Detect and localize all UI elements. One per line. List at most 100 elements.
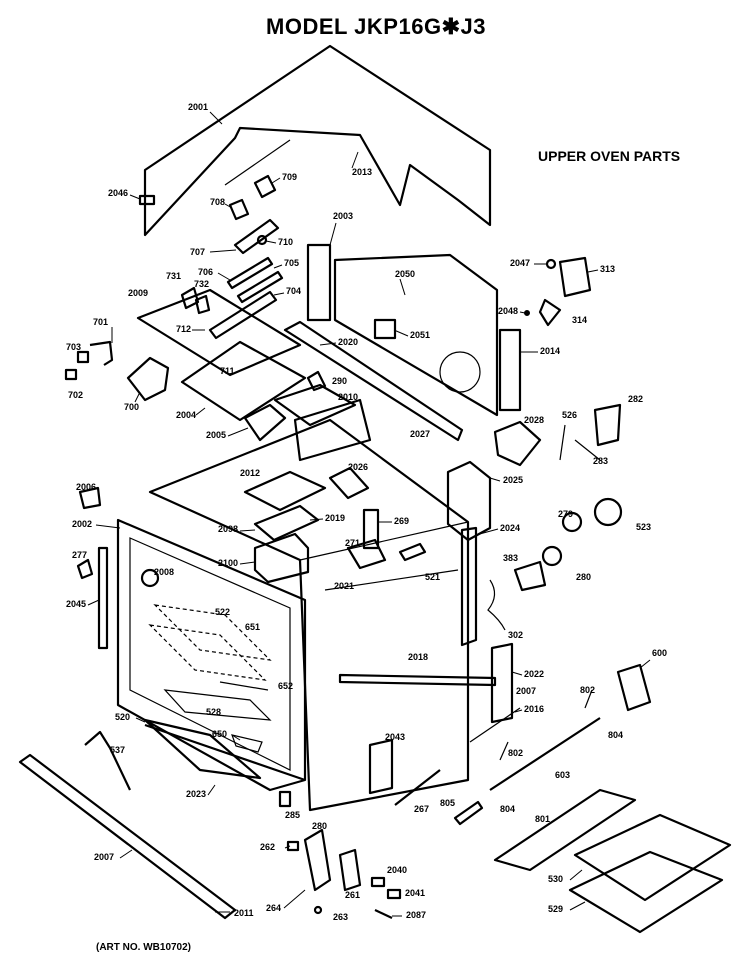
label-2008: 2008 xyxy=(154,567,174,577)
label-731: 731 xyxy=(166,271,181,281)
part-290 xyxy=(306,370,327,392)
label-262: 262 xyxy=(260,842,275,852)
part-709 xyxy=(253,174,277,199)
label-2022: 2022 xyxy=(524,669,544,679)
rail-2018 xyxy=(338,673,497,687)
label-523: 523 xyxy=(636,522,651,532)
panel-2010 xyxy=(273,383,357,427)
rail-2023 xyxy=(144,723,306,782)
label-263: 263 xyxy=(333,912,348,922)
panel-2005 xyxy=(243,403,287,442)
label-709: 709 xyxy=(282,172,297,182)
label-604: 804 xyxy=(608,730,623,740)
label-706: 706 xyxy=(198,267,213,277)
label-264: 264 xyxy=(266,903,281,913)
panel-2022 xyxy=(490,642,514,724)
wire-302 xyxy=(487,579,506,631)
label-2002: 2002 xyxy=(72,519,92,529)
label-652: 652 xyxy=(278,681,293,691)
part-262 xyxy=(286,840,300,852)
part-2087 xyxy=(374,909,393,919)
label-2024: 2024 xyxy=(500,523,520,533)
art-number: (ART NO. WB10702) xyxy=(96,942,192,953)
part-707 xyxy=(233,218,280,255)
fan-314 xyxy=(538,298,562,327)
label-2027: 2027 xyxy=(410,429,430,439)
panel-2004 xyxy=(180,340,307,422)
label-707: 707 xyxy=(190,247,205,257)
leader-lines xyxy=(87,111,651,917)
label-2028: 2028 xyxy=(524,415,544,425)
label-2012: 2012 xyxy=(240,468,260,478)
label-2100: 2100 xyxy=(218,558,238,568)
label-302: 302 xyxy=(508,630,523,640)
broiler-pan-529 xyxy=(568,850,724,934)
label-704: 704 xyxy=(286,286,301,296)
label-267: 267 xyxy=(414,804,429,814)
label-701: 701 xyxy=(93,317,108,327)
label-2047: 2047 xyxy=(510,258,530,268)
label-269: 269 xyxy=(394,516,409,526)
label-603: 603 xyxy=(555,770,570,780)
bracket-2003 xyxy=(306,243,332,322)
label-732: 732 xyxy=(194,279,209,289)
spring-2016 xyxy=(469,707,521,743)
label-314: 314 xyxy=(572,315,587,325)
part-263 xyxy=(313,905,323,915)
part-704 xyxy=(208,290,278,340)
label-520: 520 xyxy=(115,712,130,722)
label-702: 702 xyxy=(68,390,83,400)
label-2009: 2009 xyxy=(128,288,148,298)
label-277: 277 xyxy=(72,550,87,560)
lens-523 xyxy=(593,497,623,527)
label-2003: 2003 xyxy=(333,211,353,221)
label-600: 600 xyxy=(652,648,667,658)
part-703 xyxy=(76,350,90,364)
oven-cavity xyxy=(148,418,470,812)
label-280-hinge: 280 xyxy=(312,821,327,831)
probe-283 xyxy=(574,439,601,461)
label-2018: 2018 xyxy=(408,652,428,662)
label-2050: 2050 xyxy=(395,269,415,279)
label-522: 522 xyxy=(215,607,230,617)
label-2051: 2051 xyxy=(410,330,430,340)
part-802 xyxy=(584,689,593,709)
tube-269 xyxy=(362,508,380,550)
label-283: 283 xyxy=(593,456,608,466)
label-2017: 2007 xyxy=(516,686,536,696)
duct-2027 xyxy=(293,398,372,462)
part-706 xyxy=(226,256,274,290)
label-261: 261 xyxy=(345,890,360,900)
element-650 xyxy=(231,734,263,753)
label-271: 271 xyxy=(345,538,360,548)
bracket-2024 xyxy=(460,526,478,647)
rail-2007 xyxy=(18,753,237,920)
bulb-280 xyxy=(541,545,563,567)
label-279: 279 xyxy=(558,509,573,519)
top-cover-2001 xyxy=(143,44,492,237)
rack-651 xyxy=(148,624,267,681)
rail-2020 xyxy=(283,320,464,442)
element-528 xyxy=(163,689,272,721)
part-2008 xyxy=(140,568,160,588)
label-2007: 2007 xyxy=(94,852,114,862)
part-2040 xyxy=(370,876,386,888)
rod-603 xyxy=(489,717,601,791)
label-2098: 2098 xyxy=(218,524,238,534)
label-2010: 2010 xyxy=(338,392,358,402)
label-2045: 2045 xyxy=(66,599,86,609)
motor-313 xyxy=(558,256,592,298)
part-277 xyxy=(76,558,94,580)
label-2013: 2013 xyxy=(352,167,372,177)
panel-2012 xyxy=(243,470,327,512)
strip-2045 xyxy=(97,546,109,650)
part-2026 xyxy=(328,466,370,500)
part-2041 xyxy=(386,888,402,900)
part-731 xyxy=(180,286,200,310)
part-537 xyxy=(84,730,131,791)
bracket-2014 xyxy=(498,328,522,412)
label-2004: 2004 xyxy=(176,410,196,420)
part-710 xyxy=(256,234,268,246)
probe-526 xyxy=(559,424,566,461)
part-2047 xyxy=(545,258,557,270)
